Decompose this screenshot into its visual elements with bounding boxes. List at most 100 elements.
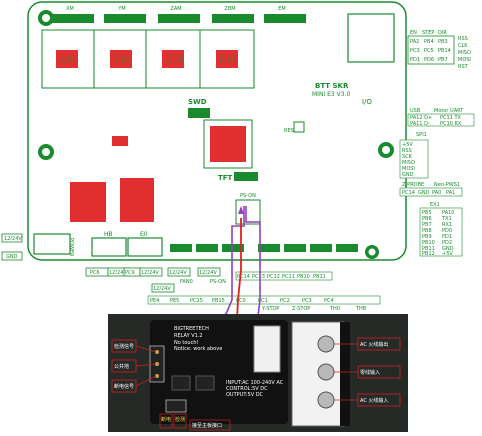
swd-label: SWD	[188, 98, 207, 106]
pin-cell: PA2	[410, 39, 419, 45]
motor-headers: XM YM ZAM ZBM EM	[52, 6, 306, 23]
relay-chip	[195, 375, 215, 391]
probe-pin: GND	[418, 190, 430, 196]
pin-label: 12/24V	[199, 270, 217, 276]
spi-pin: SCK	[402, 154, 413, 160]
relay-title: BIGTREETECH	[174, 326, 209, 332]
ps-on-label: PS-ON	[210, 279, 226, 285]
pin-cell: PB14	[438, 48, 451, 54]
ex1-pin: PB10	[422, 240, 435, 246]
ps-pin-row: PC14	[237, 274, 250, 280]
spi-pin: RSS	[402, 148, 412, 154]
ps-pin-row: PC3	[302, 298, 312, 304]
relay-title: RELAY V1.2	[174, 333, 203, 339]
power-label: POWER	[68, 238, 74, 257]
pin-cell: PB3	[438, 39, 448, 45]
e0-terminal	[127, 237, 163, 257]
tft-label: TFT	[218, 174, 233, 182]
right-annotation: AC 火线输出	[360, 341, 388, 348]
left-voltage-labels: 12/24V GND	[1, 233, 22, 261]
driver-chip	[216, 50, 238, 68]
relay-notice: Notice: work above	[174, 346, 222, 352]
ex1-pin: +5V	[442, 251, 453, 257]
uart-pin: PC11 TX	[440, 115, 462, 121]
ps-pin-row: PB10	[297, 274, 310, 280]
relay-module: BIGTREETECH RELAY V1.2 No touch! Notice:…	[108, 314, 408, 432]
ex1-pin: PB11	[422, 246, 435, 252]
ps-pin-row: PC12	[267, 274, 280, 280]
driver-chip	[110, 50, 132, 68]
left-annotation: 断电信号	[114, 383, 134, 390]
ps-pin-row: PC15	[190, 298, 203, 304]
uart-label: Motor UART	[434, 108, 464, 114]
sd-card-slot	[347, 13, 395, 63]
relay-spec: OUTPUT:5V DC	[226, 392, 264, 398]
bottom-connect-label: 接至主板接口	[192, 422, 222, 429]
spi-pin: MISO	[402, 160, 415, 166]
bottom-annotation: 断电	[161, 416, 171, 423]
fan-headers	[170, 244, 358, 252]
ex1-pin: TX1	[441, 216, 452, 222]
ex1-pin: PD2	[442, 240, 452, 246]
endstop-label: Z-STOP	[292, 306, 310, 312]
relay-cube	[253, 325, 281, 373]
reset-label: RESET	[284, 128, 301, 134]
neopixel-label: Neo-PWS1	[434, 182, 460, 188]
th-label: TH0	[329, 306, 340, 312]
hb-terminal	[91, 237, 127, 257]
ps-pin-row: PE4	[150, 298, 159, 304]
motor-header-label: ZAM	[170, 6, 181, 12]
ps-pin-row: PE5	[170, 298, 179, 304]
pin-label: 12/24V	[141, 270, 159, 276]
board-ps-on-label: PS-ON	[240, 193, 256, 199]
io-label: I/O	[362, 98, 372, 106]
reset-button	[293, 121, 305, 133]
probe-pin: PC14	[402, 190, 415, 196]
motor-header-label: ZBM	[224, 6, 235, 12]
fan-label: FAN0	[180, 279, 193, 285]
right-annotation: AC 火线输入	[360, 397, 388, 404]
bottom-annotation: 检测	[175, 416, 185, 423]
ps-pin-row: PC2	[280, 298, 290, 304]
ps-pin-row: PC13	[252, 274, 265, 280]
uart-pin: PC10 RX	[440, 121, 462, 127]
driver-watermark: ZM	[166, 53, 185, 67]
func-label: RSS	[458, 36, 468, 42]
bottom-pin-labels: PC6 12/24V PC9 12/24V 12/24V 12/24V 12/2…	[85, 267, 381, 312]
ps-pin-row: PC0	[236, 298, 246, 304]
driver-watermark: YM	[112, 53, 131, 67]
probe-pin: PA0	[432, 190, 441, 196]
ex1-pins: PB5 PB6 PB7 PB8 PB9 PB10 PB11 PB12 PA10 …	[422, 210, 454, 257]
pin-cell: PD6	[424, 57, 434, 63]
relay-spec: CONTROL:5V DC	[226, 386, 268, 392]
mcu-chip	[210, 126, 246, 162]
ex1-pin: PB9	[422, 234, 432, 240]
stepper-drivers: XM YM ZM EM	[41, 29, 255, 89]
endstop-label: Y-STOP	[261, 306, 279, 312]
func-label: RST	[458, 64, 469, 70]
spi-pin: +5V	[402, 142, 413, 148]
relay-chip	[171, 375, 191, 391]
usb-label: USB	[410, 108, 421, 114]
driver-watermark: EM	[219, 53, 237, 67]
voltage-label: 12/24V	[4, 236, 22, 242]
pin-cell: PD1	[410, 57, 420, 63]
driver-chip	[56, 50, 78, 68]
motor-header-label: YM	[117, 6, 125, 12]
ex1-pin: PD1	[442, 234, 452, 240]
board-version: MINI E3 V3.0	[312, 91, 350, 98]
power-terminal	[33, 233, 71, 255]
board-name: BTT SKR	[315, 82, 349, 90]
relay-spec: INPUT:AC 100-240V AC	[226, 380, 284, 386]
voltage-label: GND	[6, 254, 18, 260]
right-annotation: 零线输入	[360, 369, 380, 376]
ex1-pin: RX1	[442, 222, 452, 228]
uart-pin: PA11 D-	[410, 121, 430, 127]
func-label: MISO	[458, 50, 471, 56]
ex1-label: EX1	[430, 202, 440, 208]
spi-label: SPI1	[416, 132, 427, 138]
pin-table-header: DIR	[438, 30, 447, 36]
pin-label: 12/24V	[109, 270, 127, 276]
relay-warning: No touch!	[174, 340, 199, 346]
ex1-pin: PB8	[422, 228, 432, 234]
